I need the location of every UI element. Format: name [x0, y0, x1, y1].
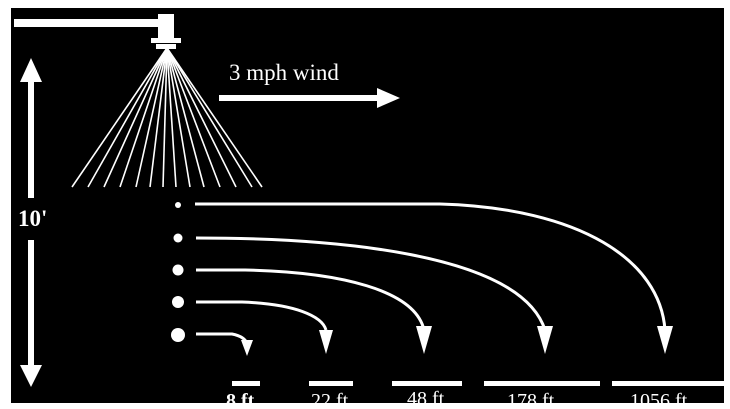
distance-label-1: 8 ft [226, 390, 255, 409]
ground-marker-5 [612, 381, 724, 386]
droplet-1 [175, 202, 181, 208]
ground-marker-1 [232, 381, 260, 386]
distance-label-4: 178 ft [507, 390, 555, 409]
distance-label-2: 22 ft [311, 390, 349, 409]
nozzle-cap [151, 38, 181, 43]
trajectory-arrowheads [241, 326, 673, 356]
trajectory-4 [196, 300, 328, 331]
distance-label-5: 1056 ft [630, 390, 688, 409]
trajectory-1 [195, 202, 667, 331]
height-arrow-icon [20, 58, 42, 387]
height-label: 10' [18, 206, 47, 231]
ground-marker-2 [309, 381, 353, 386]
ground-marker-4 [484, 381, 600, 386]
spray-boom [14, 14, 181, 49]
wind-label: 3 mph wind [229, 60, 339, 85]
arrowhead-icon [537, 326, 553, 354]
nozzle-body [158, 14, 174, 38]
arrowhead-icon [657, 326, 673, 354]
arrowhead-icon [319, 330, 333, 354]
ground-markers [232, 381, 724, 386]
droplet-4 [172, 296, 184, 308]
trajectory-3 [196, 268, 426, 331]
spray-fan [71, 47, 263, 188]
drift-trajectories [195, 202, 667, 345]
boom-pipe [14, 19, 174, 27]
droplets [171, 202, 185, 342]
droplet-3 [172, 264, 184, 276]
droplet-2 [173, 233, 183, 243]
distance-label-3: 48 ft [407, 388, 445, 409]
nozzle-tip [156, 44, 176, 49]
wind-arrow-icon [219, 88, 400, 108]
ground-marker-3 [392, 381, 462, 386]
trajectory-2 [195, 236, 547, 331]
droplet-5 [171, 328, 185, 342]
arrowhead-icon [416, 326, 432, 354]
arrowhead-icon [241, 340, 253, 356]
